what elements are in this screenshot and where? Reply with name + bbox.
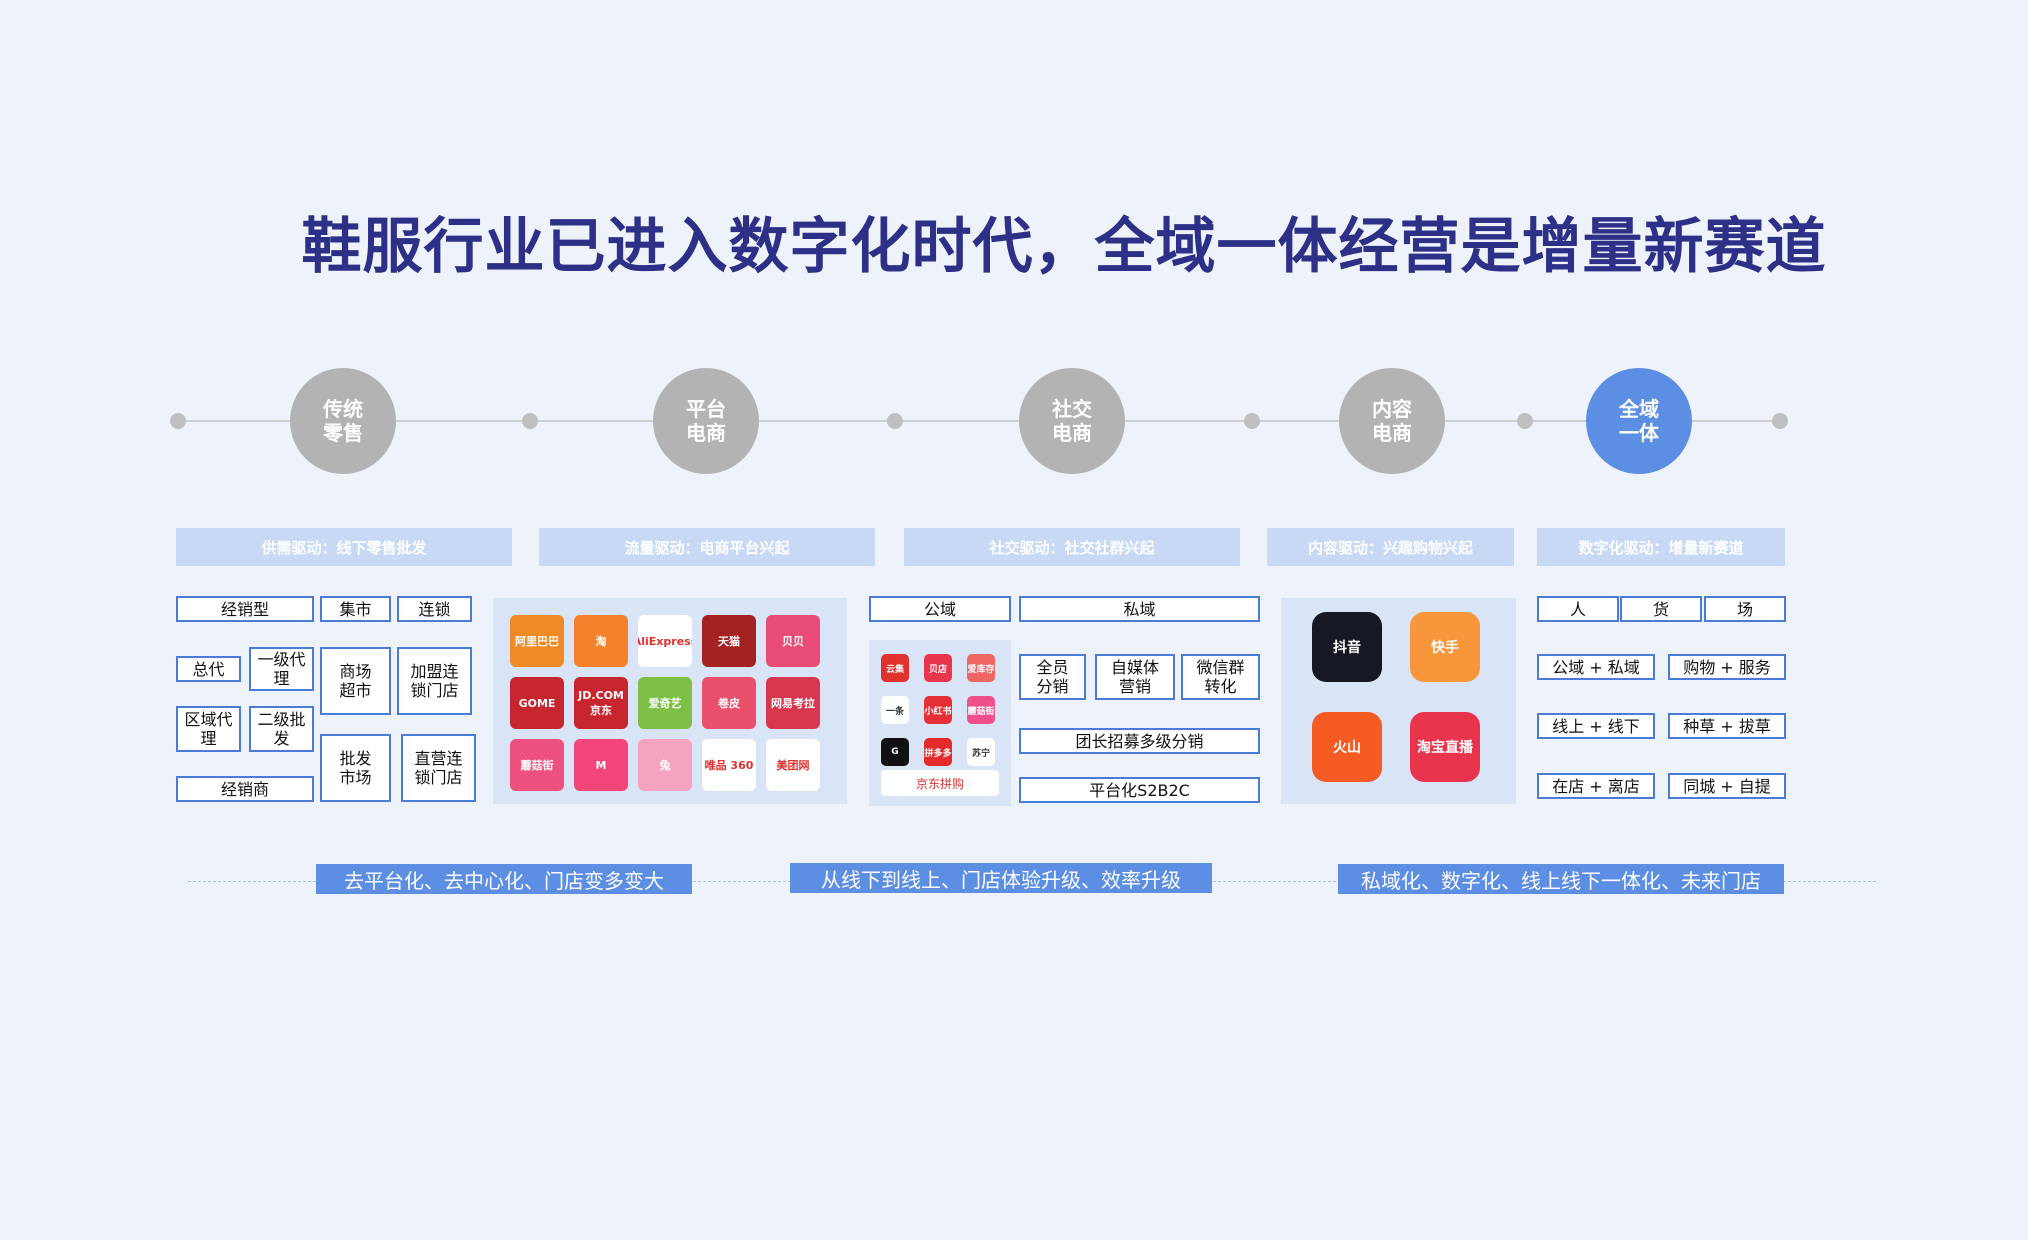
platform-app-icon: 卷皮	[702, 677, 756, 729]
social-app-icon: 爱库存	[967, 654, 995, 682]
timeline-dot	[522, 413, 538, 429]
team-leader-box: 团长招募多级分销	[1019, 728, 1260, 754]
platform-app-icon: AliExpress	[638, 615, 692, 667]
people-box: 人	[1537, 596, 1619, 622]
in-store-off-store-box: 在店 + 离店	[1537, 773, 1655, 799]
second-wholesale-box: 二级批 发	[249, 706, 314, 752]
timeline-line	[178, 420, 1781, 422]
banner-private-digital: 私域化、数字化、线上线下一体化、未来门店	[1338, 864, 1784, 894]
timeline-dot	[1517, 413, 1533, 429]
chain-box: 连锁	[397, 596, 472, 622]
platform-app-icon: 贝贝	[766, 615, 820, 667]
social-app-icon: 云集	[881, 654, 909, 682]
platform-app-icon: 网易考拉	[766, 677, 820, 729]
driver-bar: 供需驱动：线下零售批发	[176, 528, 512, 566]
market-box: 集市	[320, 596, 391, 622]
platform-app-icon: 淘	[574, 615, 628, 667]
social-app-icon: 一条	[881, 696, 909, 724]
stage-social-ecommerce: 社交 电商	[1019, 368, 1125, 474]
goods-box: 货	[1620, 596, 1702, 622]
platform-app-icon: 美团网	[766, 739, 820, 791]
timeline-dot	[170, 413, 186, 429]
full-staff-box: 全员 分销	[1019, 654, 1086, 700]
driver-bar: 流量驱动：电商平台兴起	[539, 528, 875, 566]
wechat-group-box: 微信群 转化	[1181, 654, 1260, 700]
content-app-icon: 淘宝直播	[1410, 712, 1480, 782]
content-app-icon: 抖音	[1312, 612, 1382, 682]
content-apps-panel: 抖音快手火山淘宝直播	[1281, 598, 1516, 804]
platform-app-icon: 爱奇艺	[638, 677, 692, 729]
social-app-icon: 苏宁	[967, 738, 995, 766]
platform-app-icon: 蘑菇街	[510, 739, 564, 791]
shopping-service-box: 购物 + 服务	[1668, 654, 1786, 680]
public-private-box: 公域 + 私域	[1537, 654, 1655, 680]
first-agent-box: 一级代 理	[249, 647, 314, 691]
social-app-icon: 拼多多	[924, 738, 952, 766]
platform-app-icon: GOME	[510, 677, 564, 729]
public-domain-box: 公域	[869, 596, 1011, 622]
platform-app-icon: 唯品 360	[702, 739, 756, 791]
platform-app-icon: JD.COM 京东	[574, 677, 628, 729]
place-box: 场	[1704, 596, 1786, 622]
social-app-icon: 蘑菇街	[967, 696, 995, 724]
social-app-icon: 贝店	[924, 654, 952, 682]
platform-app-icon: 阿里巴巴	[510, 615, 564, 667]
stage-omnichannel: 全域 一体	[1586, 368, 1692, 474]
online-offline-box: 线上 + 线下	[1537, 713, 1655, 739]
platform-app-icon: 天猫	[702, 615, 756, 667]
social-apps-panel: 云集贝店爱库存一条小红书蘑菇街 G 拼多多苏宁 京东拼购	[869, 640, 1011, 806]
content-app-icon: 快手	[1410, 612, 1480, 682]
banner-offline-online: 从线下到线上、门店体验升级、效率升级	[790, 863, 1212, 893]
stage-traditional-retail: 传统 零售	[290, 368, 396, 474]
social-app-icon: 小红书	[924, 696, 952, 724]
stage-platform-ecommerce: 平台 电商	[653, 368, 759, 474]
general-agent-box: 总代	[176, 656, 241, 682]
timeline-dot	[1772, 413, 1788, 429]
mall-box: 商场 超市	[320, 647, 391, 715]
dealer-box: 经销商	[176, 776, 314, 802]
private-domain-box: 私域	[1019, 596, 1260, 622]
direct-store-box: 直营连 锁门店	[401, 734, 476, 802]
platform-app-icon: M	[574, 739, 628, 791]
page-title: 鞋服行业已进入数字化时代，全域一体经营是增量新赛道	[301, 212, 1827, 282]
driver-bar: 社交驱动：社交社群兴起	[904, 528, 1240, 566]
self-media-box: 自媒体 营销	[1095, 654, 1175, 700]
driver-bar: 内容驱动：兴趣购物兴起	[1267, 528, 1514, 566]
timeline-dot	[887, 413, 903, 429]
content-app-icon: 火山	[1312, 712, 1382, 782]
franchise-box: 加盟连 锁门店	[397, 647, 472, 715]
dealer-type-box: 经销型	[176, 596, 314, 622]
regional-agent-box: 区域代 理	[176, 706, 241, 752]
platform-app-icon: 兔	[638, 739, 692, 791]
stage-content-ecommerce: 内容 电商	[1339, 368, 1445, 474]
timeline-dot	[1244, 413, 1260, 429]
jd-pinggou-logo: 京东拼购	[881, 770, 999, 796]
same-city-pickup-box: 同城 + 自提	[1668, 773, 1786, 799]
social-app-icon: G	[881, 738, 909, 766]
driver-bar: 数字化驱动：增量新赛道	[1537, 528, 1785, 566]
seed-harvest-box: 种草 + 拔草	[1668, 713, 1786, 739]
banner-decentralize: 去平台化、去中心化、门店变多变大	[316, 864, 692, 894]
wholesale-market-box: 批发 市场	[320, 734, 391, 802]
s2b2c-box: 平台化S2B2C	[1019, 777, 1260, 803]
